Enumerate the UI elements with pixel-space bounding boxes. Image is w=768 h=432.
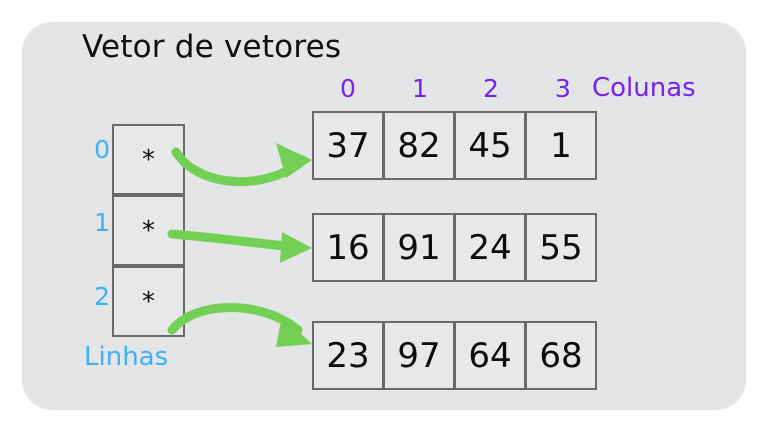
column-index-0: 0 bbox=[340, 74, 356, 103]
row-1-cell-2: 24 bbox=[454, 213, 526, 282]
row-1-cell-3: 55 bbox=[525, 213, 597, 282]
pointer-cell-0: * bbox=[112, 124, 185, 195]
row-0-cell-0: 37 bbox=[312, 111, 384, 180]
row-1-cell-0: 16 bbox=[312, 213, 384, 282]
columns-axis-label: Colunas bbox=[592, 73, 696, 103]
row-0-cell-3: 1 bbox=[525, 111, 597, 180]
page-title: Vetor de vetores bbox=[82, 29, 342, 65]
row-2-cell-1: 97 bbox=[383, 321, 455, 390]
pointer-cell-2: * bbox=[112, 266, 185, 337]
row-index-2: 2 bbox=[94, 282, 110, 311]
rows-axis-label: Linhas bbox=[84, 342, 169, 372]
row-2-cell-2: 64 bbox=[454, 321, 526, 390]
row-index-1: 1 bbox=[94, 208, 110, 237]
row-0-cell-2: 45 bbox=[454, 111, 526, 180]
row-0-cell-1: 82 bbox=[383, 111, 455, 180]
row-1-cell-1: 91 bbox=[383, 213, 455, 282]
column-index-1: 1 bbox=[412, 74, 428, 103]
pointer-cell-1: * bbox=[112, 195, 185, 266]
row-2-cell-0: 23 bbox=[312, 321, 384, 390]
column-index-3: 3 bbox=[555, 74, 571, 103]
column-index-2: 2 bbox=[483, 74, 499, 103]
row-index-0: 0 bbox=[94, 135, 110, 164]
row-2-cell-3: 68 bbox=[525, 321, 597, 390]
